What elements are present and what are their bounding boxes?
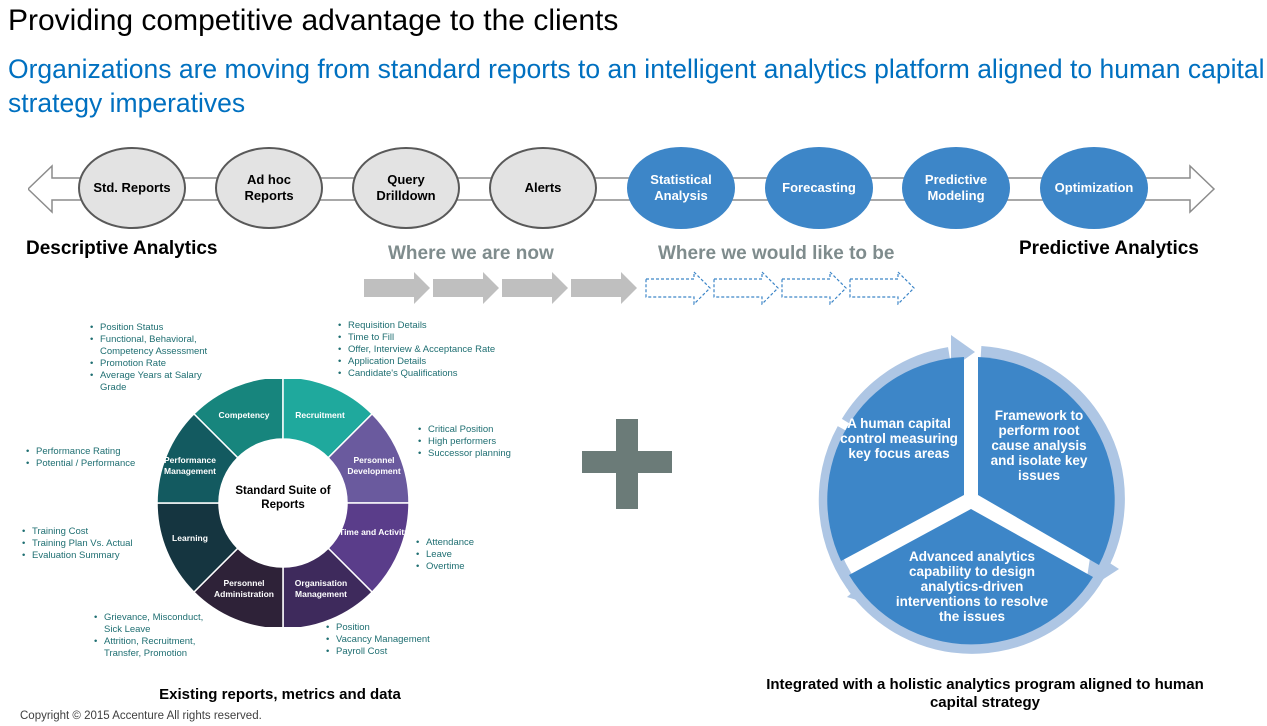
bullet-item: Leave xyxy=(416,549,474,561)
bullets-personnel-development: Critical Position High performers Succes… xyxy=(418,424,511,460)
bullet-item: Candidate's Qualifications xyxy=(338,368,495,380)
descriptive-analytics-label: Descriptive Analytics xyxy=(26,238,218,259)
wheel-center-label: Standard Suite of Reports xyxy=(235,485,331,511)
bullet-item: Requisition Details xyxy=(338,320,495,332)
segment-performance-management: Performance Management xyxy=(164,455,216,476)
bullets-learning: Training Cost Training Plan Vs. Actual E… xyxy=(22,526,133,562)
segment-personnel-development: Personnel Development xyxy=(347,455,401,476)
bullet-item: Offer, Interview & Acceptance Rate xyxy=(338,344,495,356)
bullet-item: Application Details xyxy=(338,356,495,368)
wheel-center-circle xyxy=(219,439,347,567)
step-predictive-modeling: Predictive Modeling xyxy=(902,147,1010,229)
bullet-item: Evaluation Summary xyxy=(22,550,133,562)
plus-icon xyxy=(582,419,672,509)
step-std-reports: Std. Reports xyxy=(78,147,186,229)
bullet-item: Promotion Rate xyxy=(90,358,207,370)
bullet-item: High performers xyxy=(418,436,511,448)
solid-arrow-2 xyxy=(433,272,499,304)
solid-arrow-4 xyxy=(571,272,637,304)
step-label: Predictive Modeling xyxy=(924,172,988,203)
bullet-item: Grade xyxy=(100,382,127,393)
bullets-competency: Position Status Functional, Behavioral, … xyxy=(90,322,207,394)
step-optimization: Optimization xyxy=(1040,147,1148,229)
current-progress-arrows xyxy=(364,272,637,304)
bullet-item: Overtime xyxy=(416,561,474,573)
segment-time-and-activity: Time and Activity xyxy=(339,527,409,537)
cycle-item-advanced: Advanced analytics capability to design … xyxy=(895,549,1049,624)
bullet-item: Grievance, Misconduct, xyxy=(94,612,203,624)
bullet-item: Average Years at Salary xyxy=(90,370,207,382)
progress-arrows xyxy=(364,271,915,305)
bullets-recruitment: Requisition Details Time to Fill Offer, … xyxy=(338,320,495,380)
bullet-item: Attrition, Recruitment, xyxy=(94,636,203,648)
segment-learning: Learning xyxy=(172,533,208,543)
bullet-item: Time to Fill xyxy=(338,332,495,344)
bullet-item: Vacancy Management xyxy=(326,634,430,646)
cycle-arc-left xyxy=(818,426,863,597)
bullet-item: Performance Rating xyxy=(26,446,135,458)
step-query-drilldown: Query Drilldown xyxy=(352,147,460,229)
bullet-item: Training Plan Vs. Actual xyxy=(22,538,133,550)
dashed-arrow-1 xyxy=(645,271,711,305)
bullet-item: Functional, Behavioral, xyxy=(90,334,207,346)
bullets-time-and-activity: Attendance Leave Overtime xyxy=(416,537,474,573)
cycle-segment-framework xyxy=(978,357,1115,565)
cycle-caption: Integrated with a holistic analytics pro… xyxy=(766,676,1204,711)
cycle-arc-bottom xyxy=(848,571,1105,654)
step-ad-hoc-reports: Ad hoc Reports xyxy=(215,147,323,229)
dashed-arrow-2 xyxy=(713,271,779,305)
cycle-item-framework: Framework to perform root cause analysis… xyxy=(990,408,1088,483)
dashed-arrow-4 xyxy=(849,271,915,305)
cycle-arc-top-left xyxy=(841,347,951,426)
step-forecasting: Forecasting xyxy=(765,147,873,229)
cycle-item-control: A human capital control measuring key fo… xyxy=(840,416,958,461)
bullet-item: Position xyxy=(326,622,430,634)
bullets-performance-management: Performance Rating Potential / Performan… xyxy=(26,446,135,470)
page-subtitle: Organizations are moving from standard r… xyxy=(8,54,1265,118)
segment-personnel-administration: Personnel Administration xyxy=(214,578,274,599)
solid-arrow-1 xyxy=(364,272,430,304)
cycle-arc-right xyxy=(980,346,1125,572)
step-label: Optimization xyxy=(1054,180,1134,195)
step-label: Forecasting xyxy=(782,180,856,195)
step-alerts: Alerts xyxy=(489,147,597,229)
bullets-personnel-administration: Grievance, Misconduct, Sick Leave Attrit… xyxy=(94,612,203,660)
step-label: Query Drilldown xyxy=(376,172,436,203)
where-we-would-like-to-be-label: Where we would like to be xyxy=(658,243,895,264)
step-label: Std. Reports xyxy=(93,180,171,195)
analytics-cycle-diagram xyxy=(818,335,1125,654)
bullets-organisation-management: Position Vacancy Management Payroll Cost xyxy=(326,622,430,658)
wheel-caption: Existing reports, metrics and data xyxy=(159,686,401,703)
footer-copyright: Copyright © 2015 Accenture All rights re… xyxy=(20,710,262,722)
bullet-item: Sick Leave xyxy=(104,624,151,635)
bullet-item: Position Status xyxy=(90,322,207,334)
step-statistical-analysis: Statistical Analysis xyxy=(627,147,735,229)
where-we-are-now-label: Where we are now xyxy=(388,243,554,264)
segment-organisation-management: Organisation Management xyxy=(294,578,348,599)
step-label: Statistical Analysis xyxy=(650,172,712,203)
cycle-segment-advanced xyxy=(849,509,1093,645)
step-label: Ad hoc Reports xyxy=(244,172,294,203)
bullet-item: Critical Position xyxy=(418,424,511,436)
segment-recruitment: Recruitment xyxy=(295,410,345,420)
step-label: Alerts xyxy=(524,180,562,195)
bullet-item: Payroll Cost xyxy=(326,646,430,658)
page-title: Providing competitive advantage to the c… xyxy=(8,4,619,37)
solid-arrow-3 xyxy=(502,272,568,304)
bullet-item: Transfer, Promotion xyxy=(104,648,188,659)
segment-competency: Competency xyxy=(218,410,270,420)
bullet-item: Training Cost xyxy=(22,526,133,538)
dashed-arrow-3 xyxy=(781,271,847,305)
target-progress-arrows xyxy=(645,271,915,305)
cycle-segment-control xyxy=(827,357,964,561)
bullet-item: Potential / Performance xyxy=(26,458,135,470)
predictive-analytics-label: Predictive Analytics xyxy=(1019,238,1199,259)
maturity-double-arrow xyxy=(28,164,1216,214)
bullet-item: Competency Assessment xyxy=(100,346,208,357)
bullet-item: Attendance xyxy=(416,537,474,549)
standard-reports-wheel xyxy=(156,379,410,627)
bullet-item: Successor planning xyxy=(418,448,511,460)
